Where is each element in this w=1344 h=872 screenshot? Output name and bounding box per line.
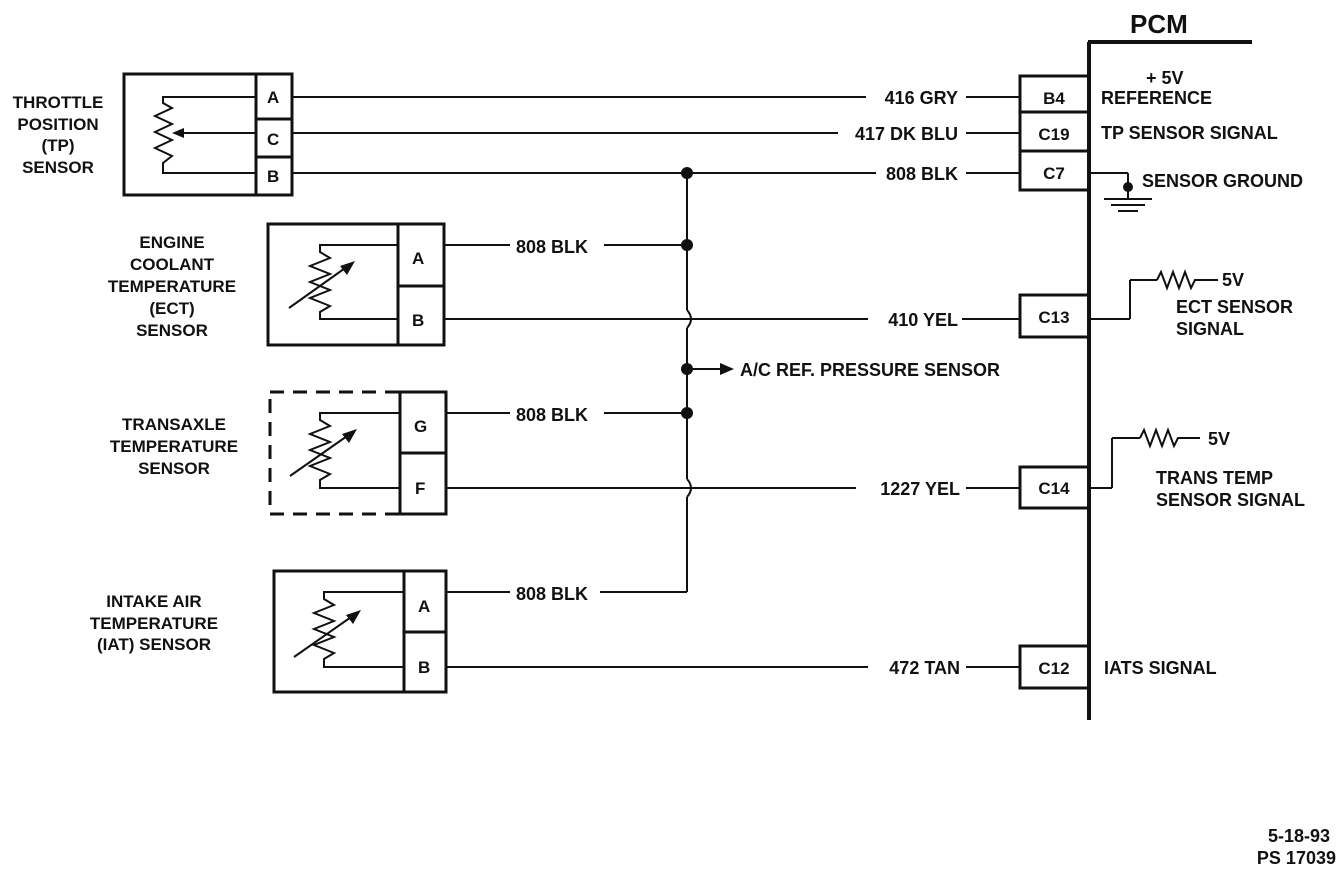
wire-808-trans-label: 808 BLK [516,405,588,425]
wire-808-tp-label: 808 BLK [886,164,958,184]
trans-pin-f: F [415,479,425,498]
trans-label-line3: SENSOR [138,459,210,478]
pcm-pin-b4: B4 [1043,89,1065,108]
iat-label-line1: INTAKE AIR [106,592,201,611]
ect-label-line1: ENGINE [139,233,204,252]
ect-label-line2: COOLANT [130,255,215,274]
wire-416-label: 416 GRY [885,88,958,108]
trans-5v-label: 5V [1208,429,1230,449]
pcm-pin-box-c12 [1018,644,1091,690]
ect-5v-label: 5V [1222,270,1244,290]
pcm-pin-c7: C7 [1043,164,1065,183]
wire-472-label: 472 TAN [889,658,960,678]
ect-pullup-resistor [1089,269,1218,320]
tp-pin-a: A [267,88,279,107]
tp-signal-label: TP SENSOR SIGNAL [1101,123,1278,143]
ect-signal-line2: SIGNAL [1176,319,1244,339]
wire-417-label: 417 DK BLU [855,124,958,144]
wire-410-label: 410 YEL [888,310,958,330]
tp-sensor [122,72,294,197]
ac-ref-label: A/C REF. PRESSURE SENSOR [740,360,1000,380]
iat-label-line2: TEMPERATURE [90,614,218,633]
wire-1227-label: 1227 YEL [880,479,960,499]
trans-signal-line1: TRANS TEMP [1156,468,1273,488]
pcm-pin-c14: C14 [1038,479,1070,498]
junction-tp [681,167,693,179]
pcm-title: PCM [1130,9,1188,39]
pcm-pin-c19: C19 [1038,125,1069,144]
trans-pullup-resistor [1089,427,1200,489]
iats-signal-label: IATS SIGNAL [1104,658,1217,678]
pcm-pin-c13: C13 [1038,308,1069,327]
ac-arrow [720,363,734,375]
tp-label-line2: POSITION [17,115,98,134]
footer-date: 5-18-93 [1268,826,1330,846]
ect-pin-a: A [412,249,424,268]
iat-pin-b: B [418,658,430,677]
ect-sensor [266,222,446,347]
pcm-pin-c12: C12 [1038,659,1069,678]
trans-label-line1: TRANSAXLE [122,415,226,434]
iat-pin-a: A [418,597,430,616]
tp-label-line1: THROTTLE [13,93,104,112]
trans-signal-line2: SENSOR SIGNAL [1156,490,1305,510]
pcm-pin-box-c7 [1018,149,1091,192]
trans-label-line2: TEMPERATURE [110,437,238,456]
sensor-ground-label: SENSOR GROUND [1142,171,1303,191]
pcm-pin-box-c13 [1018,293,1091,339]
tp-label-line4: SENSOR [22,158,94,177]
ect-pin-b: B [412,311,424,330]
trans-sensor [268,390,448,516]
ground-symbol [1089,172,1152,212]
tp-pin-c: C [267,130,279,149]
trans-pin-g: G [414,417,427,436]
ect-label-line4: (ECT) [149,299,194,318]
ref-label: REFERENCE [1101,88,1212,108]
ect-label-line3: TEMPERATURE [108,277,236,296]
ect-label-line5: SENSOR [136,321,208,340]
wire-808-ect-label: 808 BLK [516,237,588,257]
wire-808-iat-label: 808 BLK [516,584,588,604]
ect-signal-line1: ECT SENSOR [1176,297,1293,317]
iat-sensor [272,569,448,694]
tp-pin-b: B [267,167,279,186]
ref-5v-label: + 5V [1146,68,1184,88]
footer-code: PS 17039 [1257,848,1336,868]
iat-label-line3: (IAT) SENSOR [97,635,211,654]
tp-label-line3: (TP) [41,136,74,155]
